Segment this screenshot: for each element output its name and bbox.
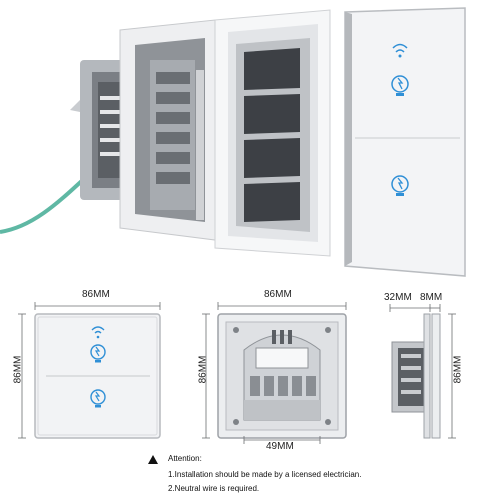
attention-title: Attention: [168,454,202,463]
back-inner-width-label: 49MM [266,441,294,452]
wifi-icon [91,326,105,334]
bulb-touch-icon [90,389,106,408]
front-height-label: 86MM [12,355,24,384]
back-width-label: 86MM [264,289,292,300]
bulb-touch-icon [90,344,106,363]
front-view-drawing [18,302,161,439]
front-width-label: 86MM [82,289,110,300]
back-view-drawing [202,302,347,444]
side-view-diagram [380,290,500,450]
bulb-touch-icon [391,75,409,96]
front-view-diagram [10,290,170,450]
inner-frame [119,19,216,241]
side-depth-label: 32MM [384,292,412,303]
wifi-icon [392,43,408,53]
side-height-label: 86MM [452,355,464,384]
attention-line-2: 2.Neutral wire is required. [168,484,260,493]
back-view-diagram [196,290,366,450]
back-height-label: 86MM [197,355,209,384]
bulb-touch-icon [391,175,409,196]
exploded-product-view [0,7,466,277]
side-panel-label: 8MM [420,292,443,303]
warning-triangle-icon [148,455,158,464]
side-view-drawing [389,304,456,439]
attention-line-1: 1.Installation should be made by a licen… [168,470,362,479]
attention-note: Attention: 1.Installation should be made… [148,452,448,496]
exploded-view-illustration [0,7,466,277]
switch-module [214,9,331,257]
glass-front-panel [344,7,466,277]
